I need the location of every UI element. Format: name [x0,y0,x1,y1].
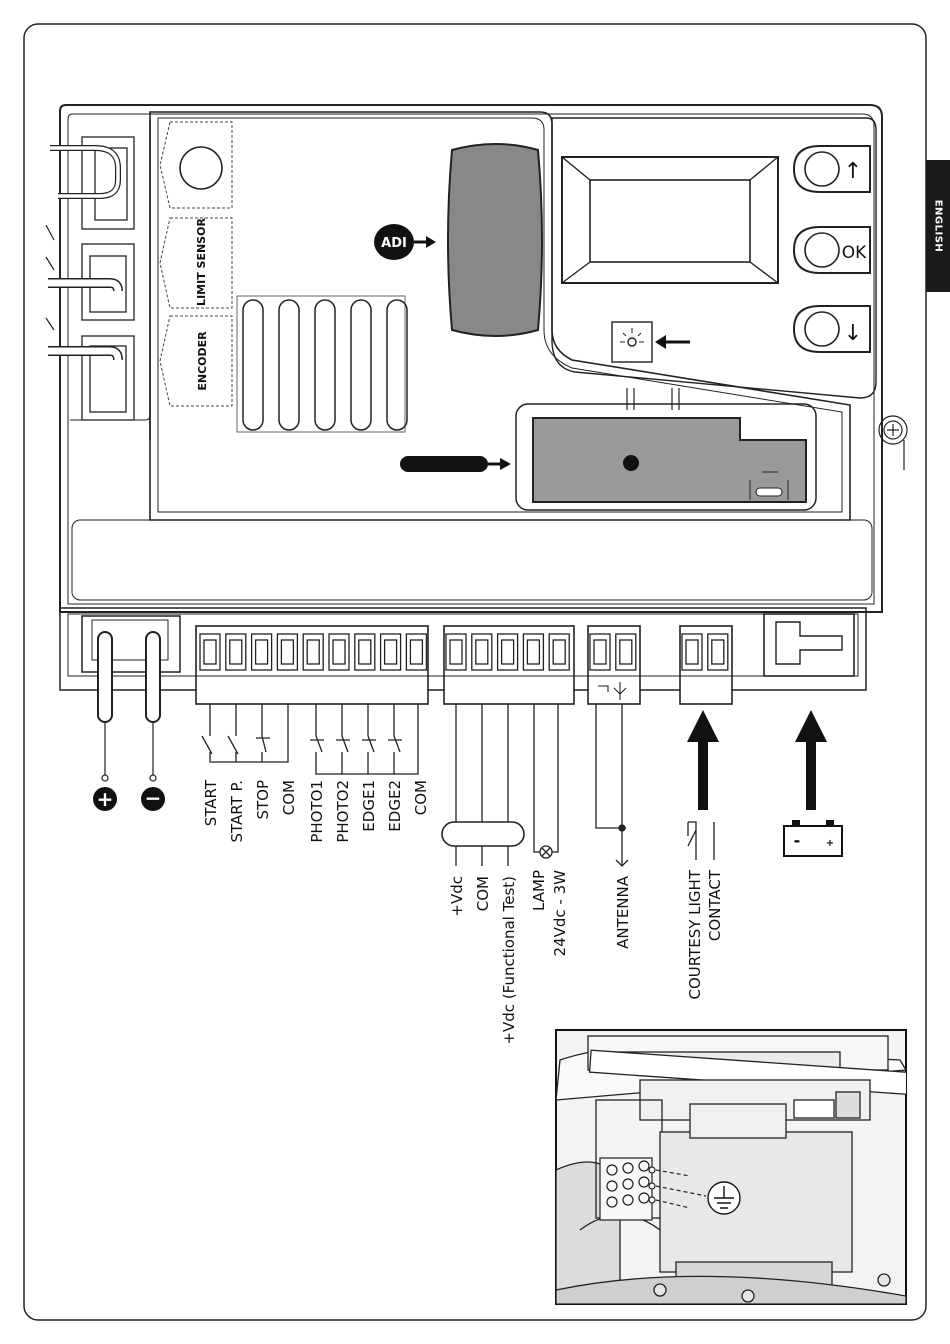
courtesy-light-label: COURTESY LIGHT [686,869,704,999]
stop-label: STOP [254,780,272,820]
input-labels: START START P. STOP COM PHOTO1 PHOTO2 ED… [202,779,430,842]
photo2-label: PHOTO2 [334,780,352,843]
down-button[interactable]: ↓ [794,306,870,352]
transformer-earth-inset [556,1030,920,1304]
adi-badge: ADI [374,224,436,260]
lamp-spec-label: 24Vdc - 3W [551,870,569,957]
courtesy-arrow-icon [687,710,719,810]
svg-text:-: - [794,831,801,850]
vent-slots [237,296,407,432]
input-wiring [202,704,418,774]
com-label-2: COM [412,780,430,815]
ok-button[interactable]: OK [794,227,870,273]
limit-sensor-label: LIMIT SENSOR [195,218,208,306]
svg-text:+: + [97,787,114,811]
output-labels: +Vdc COM +Vdc (Functional Test) LAMP 24V… [448,869,724,1044]
start-p-label: START P. [228,780,246,843]
svg-text:−: − [145,786,162,810]
terminal-block [600,1158,655,1220]
edge1-label: EDGE1 [360,780,378,832]
contact-label: CONTACT [706,869,724,941]
language-tab[interactable]: ENGLISH [926,160,950,292]
svg-text:+: + [826,838,834,849]
svg-text:ADI: ADI [381,236,407,251]
radio-module-slot [400,388,816,510]
battery-arrow-icon [795,710,827,810]
output-wiring [442,704,714,866]
terminal-strip [60,608,866,704]
language-tab-label: ENGLISH [933,200,944,253]
lcd-display [562,157,778,283]
antenna-label: ANTENNA [614,875,632,949]
adi-slot [448,144,542,336]
battery-icon: - + [784,820,842,856]
screw-icon [879,416,907,470]
lamp-label: LAMP [530,870,548,911]
plus-terminal-icon: + [93,787,117,811]
vdc-test-label: +Vdc (Functional Test) [500,876,518,1045]
vdc-label: +Vdc [448,876,466,917]
earth-ground-icon [708,1182,740,1214]
status-led [612,322,690,362]
com-label-1: COM [280,780,298,815]
up-arrow-icon: ↑ [844,159,862,184]
start-label: START [202,779,220,826]
connector-knob [180,147,222,189]
svg-text:OK: OK [842,243,867,263]
com-label-3: COM [474,876,492,911]
edge2-label: EDGE2 [386,780,404,832]
up-button[interactable]: ↑ [794,146,870,192]
encoder-label: ENCODER [196,331,209,391]
down-arrow-icon: ↓ [844,321,862,346]
photo1-label: PHOTO1 [308,780,326,843]
minus-terminal-icon: − [141,786,165,811]
